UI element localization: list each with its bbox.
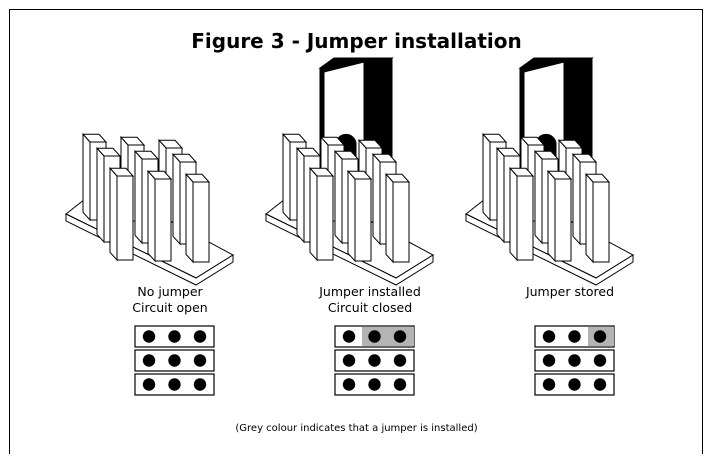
pin-side (496, 147, 505, 244)
pin-dot (593, 354, 607, 367)
pin-dot (568, 378, 581, 391)
pin-dot (368, 354, 381, 367)
header-pin (308, 167, 335, 262)
panel-jumper-stored (465, 57, 634, 396)
header-pin (108, 167, 135, 262)
pin-dot (542, 330, 556, 343)
pin-side (96, 147, 105, 244)
pin-dot (568, 354, 581, 367)
pin-dot (393, 378, 407, 391)
pin-side (282, 133, 291, 222)
pin-dot (342, 354, 356, 367)
pin-grid (334, 325, 415, 396)
pin-dot (368, 378, 381, 391)
caption-jumper-installed: Jumper installed Circuit closed (310, 284, 430, 316)
pcb-board-edge (65, 213, 234, 286)
pin-dot (593, 378, 607, 391)
pin-side (372, 153, 381, 246)
pin-dot (568, 330, 581, 343)
grey-colour-note: (Grey colour indicates that a jumper is … (235, 423, 478, 434)
pin-dot (168, 378, 181, 391)
pin-dot (593, 330, 607, 343)
pin-dot (168, 330, 181, 343)
pcb-board-edge (265, 213, 434, 286)
pin-side (534, 150, 543, 245)
pin-dot (142, 378, 156, 391)
caption-line-2: Circuit closed (327, 300, 413, 315)
pin-side (134, 150, 143, 245)
pin-dot (142, 330, 156, 343)
pin-side (296, 147, 305, 244)
pin-side (147, 170, 156, 263)
pin-side (585, 173, 594, 264)
header-pin (508, 167, 535, 262)
header-pin (584, 173, 611, 264)
pin-side (185, 173, 194, 264)
pin-front (116, 175, 134, 261)
pin-front (516, 175, 534, 261)
pin-side (334, 150, 343, 245)
caption-line-1: Jumper stored (525, 284, 615, 299)
caption-line-2: Circuit open (132, 300, 208, 315)
pin-dot (368, 330, 381, 343)
pin-side (347, 170, 356, 263)
pin-front (154, 178, 172, 262)
figure-title: Figure 3 - Jumper installation (191, 29, 522, 53)
header-pin (146, 170, 173, 263)
pin-front (392, 181, 410, 263)
pin-dot (142, 354, 156, 367)
pin-side (572, 153, 581, 246)
pin-side (309, 167, 318, 262)
caption-line-1: No jumper (137, 284, 203, 299)
figure-frame (9, 9, 703, 454)
pin-front (354, 178, 372, 262)
pin-side (547, 170, 556, 263)
pin-dot (342, 330, 356, 343)
caption-no-jumper: No jumper Circuit open (110, 284, 230, 316)
panel-no-jumper (65, 133, 234, 396)
header-pin (546, 170, 573, 263)
pin-side (109, 167, 118, 262)
pin-side (385, 173, 394, 264)
pin-dot (342, 378, 356, 391)
pin-front (554, 178, 572, 262)
header-pin (384, 173, 411, 264)
pin-front (316, 175, 334, 261)
pin-dot (193, 378, 207, 391)
pin-dot (193, 330, 207, 343)
pin-dot (393, 354, 407, 367)
caption-line-1: Jumper installed (319, 284, 421, 299)
pin-side (509, 167, 518, 262)
pin-dot (542, 354, 556, 367)
pin-dot (393, 330, 407, 343)
header-pin (184, 173, 211, 264)
pin-side (172, 153, 181, 246)
pin-front (192, 181, 210, 263)
pin-grid (134, 325, 215, 396)
caption-jumper-stored: Jumper stored (510, 284, 630, 300)
pin-grid (534, 325, 615, 396)
pin-dot (193, 354, 207, 367)
pcb-board-edge (465, 213, 634, 286)
pin-front (592, 181, 610, 263)
pin-side (482, 133, 491, 222)
header-pin (346, 170, 373, 263)
pin-dot (542, 378, 556, 391)
pin-dot (168, 354, 181, 367)
panel-jumper-installed (265, 57, 434, 396)
pin-side (82, 133, 91, 222)
